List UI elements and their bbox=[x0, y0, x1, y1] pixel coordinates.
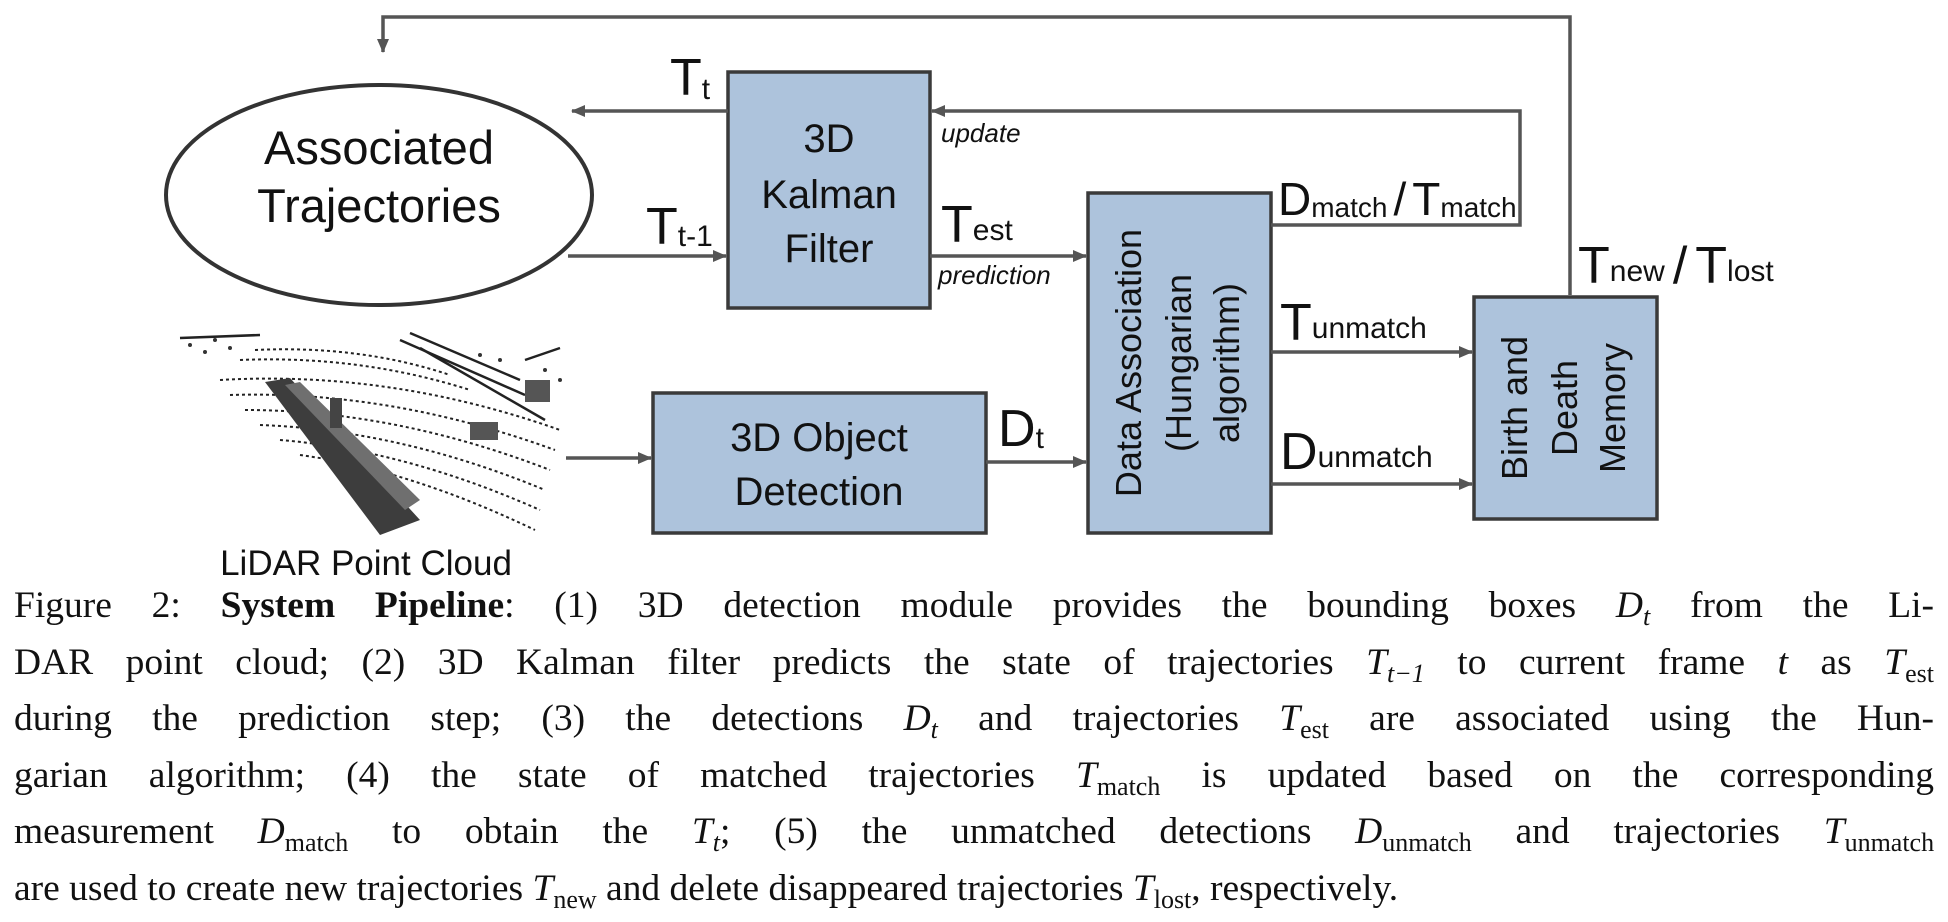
caption-text: DAR point cloud; (2) 3D Kalman filter pr… bbox=[14, 642, 1334, 683]
birth-death-label-line1: Birth and bbox=[1494, 336, 1535, 480]
math-subscript: match bbox=[285, 828, 349, 857]
lidar-point-cloud-image bbox=[180, 332, 565, 535]
kalman-label-line2: Kalman bbox=[761, 173, 897, 217]
caption-text: measurement bbox=[14, 811, 214, 852]
caption-text: during the prediction step; (3) the dete… bbox=[14, 698, 863, 739]
math-subscript: match bbox=[1097, 772, 1161, 801]
tt-label: Tt bbox=[670, 49, 711, 107]
caption-text: as bbox=[1821, 642, 1852, 683]
math-symbol: T bbox=[1366, 642, 1387, 683]
pipeline-diagram: Associated Trajectories 3D Kalman Filter… bbox=[0, 0, 1948, 580]
caption-line-6: are used to create new trajectories Tnew… bbox=[14, 866, 1934, 922]
math-subscript: t bbox=[1643, 602, 1650, 631]
prediction-label: prediction bbox=[937, 260, 1051, 290]
caption-text: and trajectories bbox=[1516, 811, 1780, 852]
math-symbol: D bbox=[258, 811, 285, 852]
math-subscript: t−1 bbox=[1387, 659, 1425, 688]
data-assoc-label-line1: Data Association bbox=[1108, 229, 1149, 497]
math-subscript: lost bbox=[1154, 885, 1192, 914]
caption-text: are associated using the Hun- bbox=[1369, 698, 1934, 739]
data-association-node: Data Association (Hungarian algorithm) bbox=[1088, 193, 1271, 533]
kalman-label-line1: 3D bbox=[803, 117, 854, 161]
figure-caption: Figure 2: System Pipeline: (1) 3D detect… bbox=[14, 583, 1934, 922]
caption-line-3: during the prediction step; (3) the dete… bbox=[14, 696, 1934, 753]
tunmatch-label: Tunmatch bbox=[1280, 294, 1427, 352]
dt-label: Dt bbox=[998, 400, 1045, 458]
caption-text: and delete disappeared trajectories bbox=[606, 868, 1123, 909]
math-symbol: T bbox=[1824, 811, 1845, 852]
caption-text: are used to create new trajectories bbox=[14, 868, 523, 909]
birth-death-memory-node: Birth and Death Memory bbox=[1474, 297, 1657, 519]
caption-text: garian algorithm; (4) the state of match… bbox=[14, 755, 1035, 796]
math-symbol: D bbox=[1355, 811, 1382, 852]
caption-text: is updated based on the corresponding bbox=[1201, 755, 1934, 796]
math-subscript: t bbox=[931, 715, 938, 744]
math-subscript: unmatch bbox=[1845, 828, 1935, 857]
dmatch-tmatch-label: Dmatch/Tmatch bbox=[1278, 173, 1517, 225]
associated-trajectories-node: Associated Trajectories bbox=[166, 85, 592, 305]
caption-text: from the Li- bbox=[1690, 585, 1934, 626]
caption-text: and trajectories bbox=[978, 698, 1239, 739]
detection-label-line2: Detection bbox=[735, 470, 904, 514]
kalman-label-line3: Filter bbox=[785, 227, 874, 271]
caption-text: ; (5) the unmatched detections bbox=[720, 811, 1311, 852]
math-subscript: est bbox=[1300, 715, 1329, 744]
dunmatch-label: Dunmatch bbox=[1280, 423, 1433, 481]
caption-title: System Pipeline bbox=[221, 585, 505, 626]
data-assoc-label-line2: (Hungarian bbox=[1158, 274, 1199, 452]
caption-line-1: Figure 2: System Pipeline: (1) 3D detect… bbox=[14, 583, 1934, 640]
tnew-tlost-label: Tnew/Tlost bbox=[1578, 237, 1774, 295]
math-symbol: T bbox=[692, 811, 713, 852]
caption-text: to current frame bbox=[1457, 642, 1745, 683]
figure-label: Figure 2: bbox=[14, 585, 181, 626]
caption-line-5: measurement Dmatch to obtain the Tt; (5)… bbox=[14, 809, 1934, 866]
caption-line-4: garian algorithm; (4) the state of match… bbox=[14, 753, 1934, 810]
associated-label-line2: Trajectories bbox=[257, 179, 501, 232]
data-assoc-label-line3: algorithm) bbox=[1206, 283, 1247, 443]
object-detection-node: 3D Object Detection bbox=[653, 393, 986, 533]
detection-label-line1: 3D Object bbox=[730, 416, 908, 460]
math-symbol: T bbox=[1279, 698, 1300, 739]
birth-death-label-line3: Memory bbox=[1592, 343, 1633, 473]
math-symbol: T bbox=[1884, 642, 1905, 683]
tt1-label: Tt-1 bbox=[646, 198, 713, 256]
kalman-filter-node: 3D Kalman Filter bbox=[728, 72, 930, 308]
update-label: update bbox=[941, 118, 1021, 148]
math-symbol: t bbox=[1778, 642, 1788, 683]
associated-label-line1: Associated bbox=[264, 121, 494, 174]
caption-line-2: DAR point cloud; (2) 3D Kalman filter pr… bbox=[14, 640, 1934, 697]
math-subscript: unmatch bbox=[1382, 828, 1472, 857]
lidar-label: LiDAR Point Cloud bbox=[220, 544, 512, 580]
math-subscript: est bbox=[1905, 659, 1934, 688]
math-subscript: t bbox=[713, 828, 720, 857]
math-symbol: T bbox=[532, 868, 553, 909]
math-symbol: D bbox=[1616, 585, 1643, 626]
math-symbol: D bbox=[904, 698, 931, 739]
caption-text: : (1) 3D detection module provides the b… bbox=[504, 585, 1576, 626]
math-symbol: T bbox=[1076, 755, 1097, 796]
math-symbol: T bbox=[1133, 868, 1154, 909]
caption-text: , respectively. bbox=[1191, 868, 1398, 909]
birth-death-label-line2: Death bbox=[1544, 360, 1585, 456]
test-label: Test bbox=[941, 196, 1013, 254]
caption-text: to obtain the bbox=[392, 811, 648, 852]
math-subscript: new bbox=[553, 885, 596, 914]
